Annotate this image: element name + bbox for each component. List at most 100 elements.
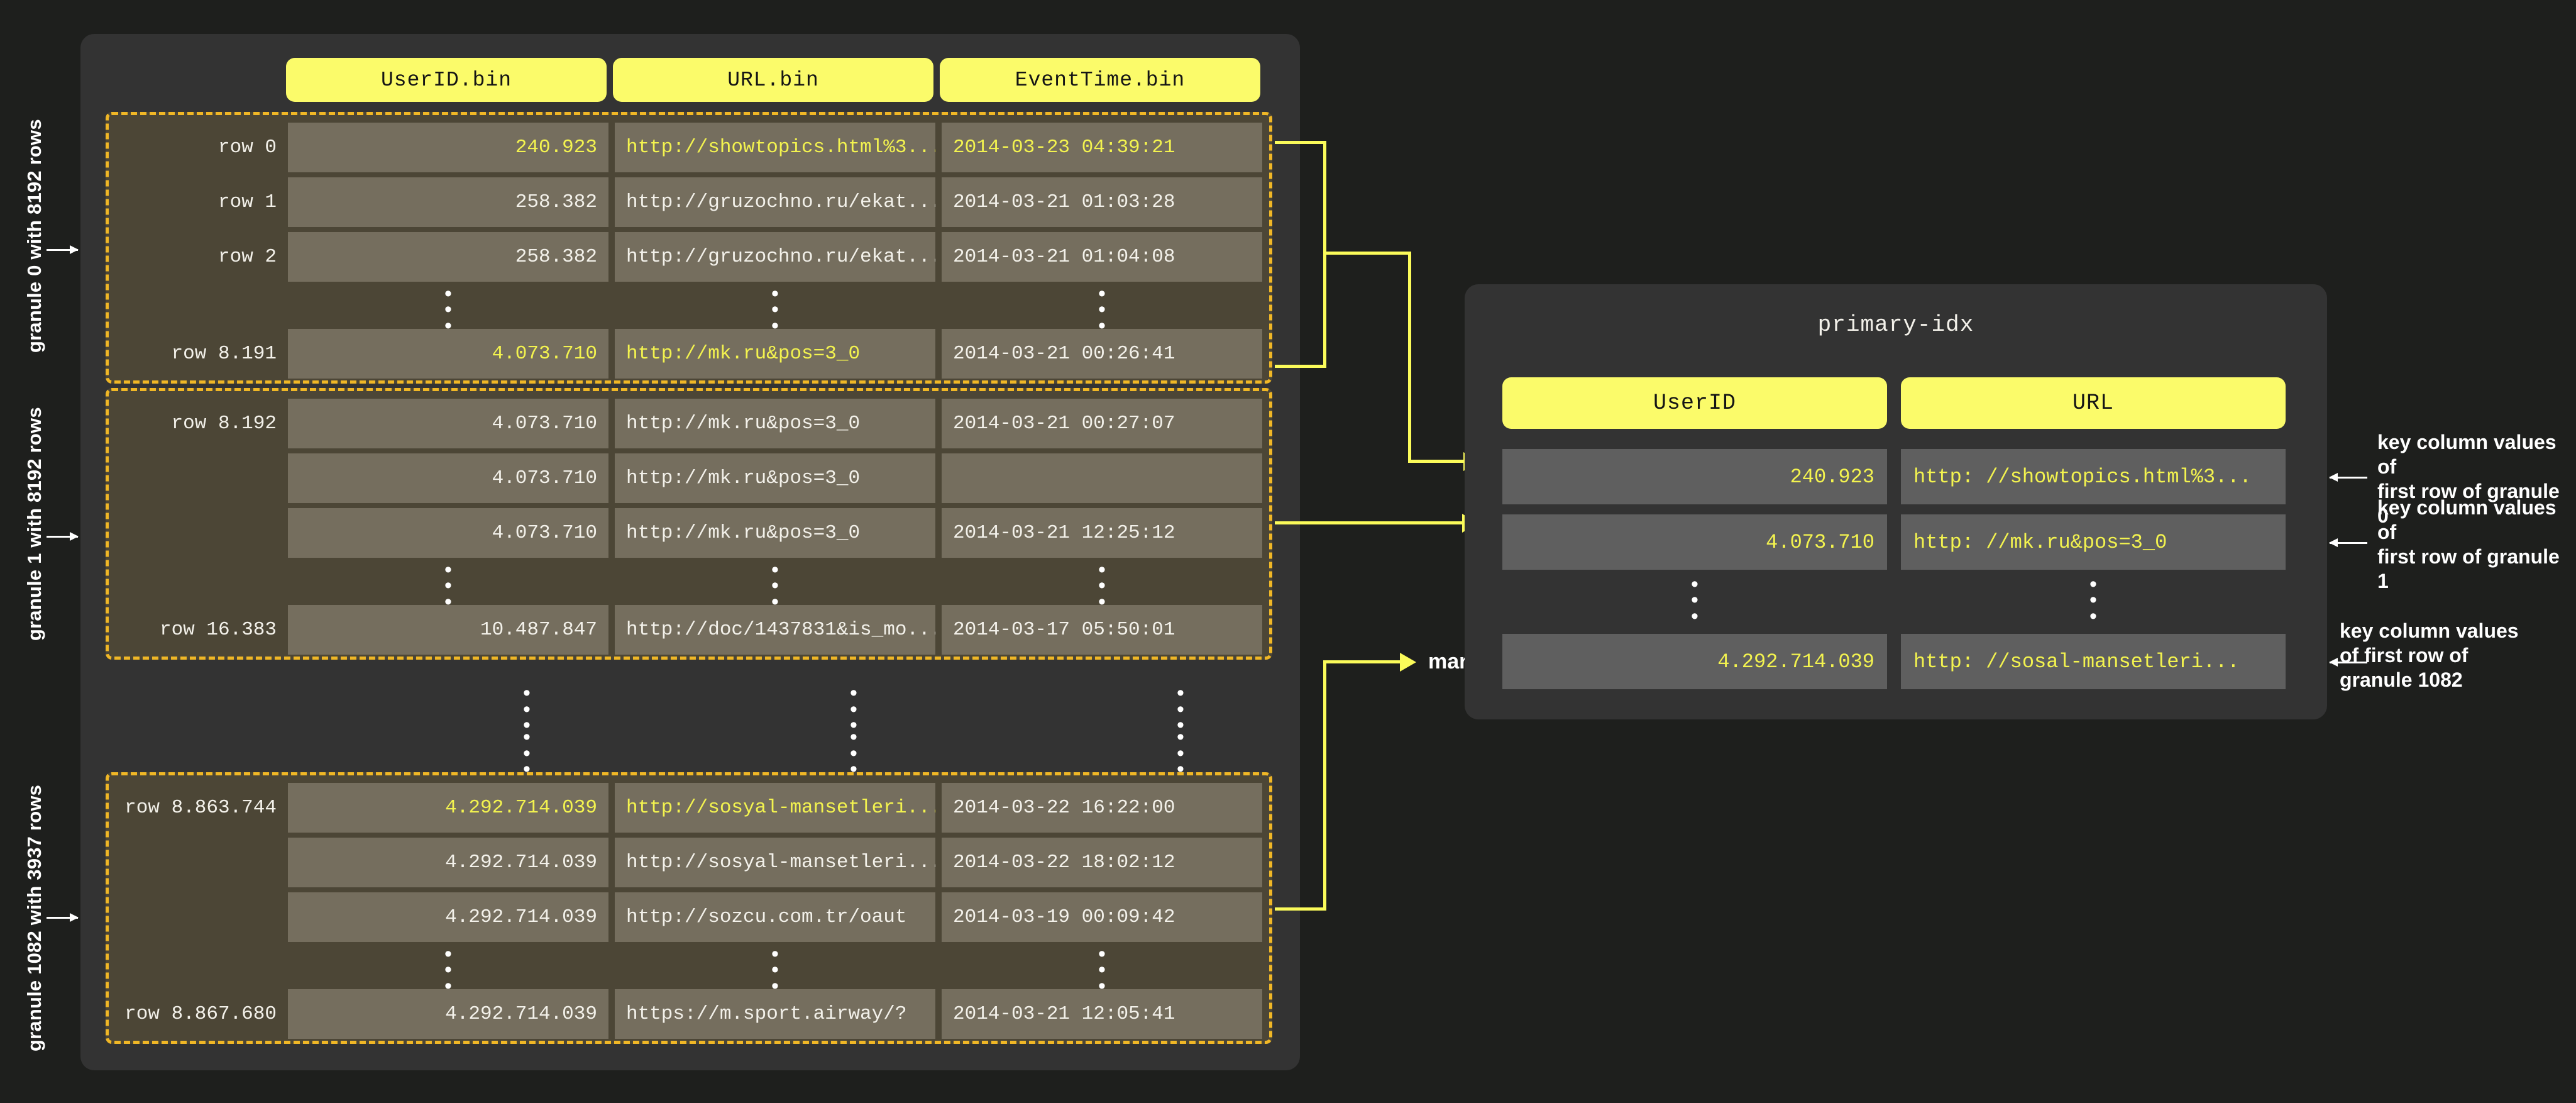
column-header-row: UserID.bin URL.bin EventTime.bin (286, 58, 1260, 102)
connector-mark0-vertical (1408, 252, 1411, 463)
note-leader-granule-1082 (2329, 658, 2367, 667)
cell-userid: 4.292.714.039 (288, 838, 608, 887)
row-ellipsis: ••• ••• ••• (288, 557, 1269, 614)
cell-eventtime: 2014-03-22 16:22:00 (942, 783, 1262, 833)
ellipsis-userid: ••• (523, 725, 531, 781)
cell-url: http://doc/1437831&is_mo... (615, 605, 935, 655)
cell-userid: 4.292.714.039 (288, 989, 608, 1039)
cell-userid: 4.073.710 (288, 329, 608, 379)
granule-1-leader-line (47, 532, 79, 541)
connector-granule0-mid (1323, 252, 1411, 255)
cell-eventtime: 2014-03-17 05:50:01 (942, 605, 1262, 655)
note-granule-1082: key column values of first row of granul… (2340, 619, 2519, 692)
primary-index-title: primary-idx (1817, 312, 1974, 338)
row-label: row 2 (217, 246, 277, 268)
connector-mark1-horizontal (1275, 521, 1463, 524)
idx-cell-url: http: //showtopics.html%3... (1901, 449, 2286, 504)
cell-userid: 4.292.714.039 (288, 783, 608, 833)
ellipsis-url: ••• (2089, 572, 2097, 628)
ellipsis-eventtime: ••• (1098, 281, 1106, 338)
arrowhead-mark-1082 (1400, 653, 1416, 672)
ellipsis-userid: ••• (523, 681, 531, 737)
column-header-userid-bin: UserID.bin (286, 58, 607, 102)
connector-granule0-top (1275, 141, 1326, 144)
granule-0-leader-line (47, 245, 79, 254)
granule-1-box: row 8.192 4.073.710 http://mk.ru&pos=3_0… (106, 388, 1272, 660)
idx-row-granule-1: 4.073.710 http: //mk.ru&pos=3_0 (1502, 514, 2286, 570)
granule-1082-leader-line (47, 913, 79, 922)
granule-0-box: row 0 240.923 http://showtopics.html%3..… (106, 112, 1272, 384)
cell-eventtime: 2014-03-21 01:04:08 (942, 232, 1262, 282)
note-leader-granule-1 (2329, 538, 2367, 547)
cell-url: http://mk.ru&pos=3_0 (615, 329, 935, 379)
granule-1082-box: row 8.863.744 4.292.714.039 http://sosya… (106, 772, 1272, 1044)
note-granule-1: key column values of first row of granul… (2377, 496, 2560, 593)
table-row: 4.073.710 http://mk.ru&pos=3_0 2014-03-2… (109, 508, 1269, 558)
column-header-eventtime-bin: EventTime.bin (940, 58, 1260, 102)
connector-granule0-bottom (1275, 365, 1326, 368)
idx-column-header-userid: UserID (1502, 377, 1887, 429)
cell-userid: 258.382 (288, 232, 608, 282)
ellipsis-url: ••• (850, 681, 857, 737)
granule-1-vertical-label: granule 1 with 8192 rows (23, 407, 45, 641)
table-row: row 1 258.382 http://gruzochno.ru/ekat..… (109, 177, 1269, 227)
table-row: 4.073.710 http://mk.ru&pos=3_0 (109, 453, 1269, 503)
connector-granule1082-horizontal (1275, 907, 1326, 911)
row-label: row 1 (217, 191, 277, 213)
granule-0-vertical-label: granule 0 with 8192 rows (23, 119, 45, 353)
cell-userid: 4.073.710 (288, 453, 608, 503)
cell-url: http://mk.ru&pos=3_0 (615, 399, 935, 448)
cell-url: http://mk.ru&pos=3_0 (615, 508, 935, 558)
cell-eventtime: 2014-03-21 12:05:41 (942, 989, 1262, 1039)
note-granule-0: key column values of first row of granul… (2377, 431, 2560, 528)
cell-eventtime: 2014-03-21 00:27:07 (942, 399, 1262, 448)
row-label: row 16.383 (159, 619, 277, 641)
row-label: row 8.867.680 (124, 1003, 277, 1025)
idx-row-granule-0: 240.923 http: //showtopics.html%3... (1502, 449, 2286, 504)
ellipsis-url: ••• (771, 281, 779, 338)
table-row: row 8.191 4.073.710 http://mk.ru&pos=3_0… (109, 329, 1269, 379)
row-ellipsis: ••• ••• ••• (288, 941, 1269, 998)
cell-eventtime: 2014-03-21 12:25:12 (942, 508, 1262, 558)
table-row: row 8.192 4.073.710 http://mk.ru&pos=3_0… (109, 399, 1269, 448)
table-row: row 16.383 10.487.847 http://doc/1437831… (109, 605, 1269, 655)
gap-ellipsis-row-2: ••• ••• ••• (366, 725, 1347, 781)
cell-url: http://mk.ru&pos=3_0 (615, 453, 935, 503)
cell-eventtime (942, 453, 1262, 503)
ellipsis-userid: ••• (444, 941, 452, 998)
table-row: 4.292.714.039 http://sozcu.com.tr/oaut 2… (109, 892, 1269, 942)
ellipsis-eventtime: ••• (1098, 941, 1106, 998)
cell-userid: 258.382 (288, 177, 608, 227)
primary-index-header-row: UserID URL (1502, 377, 2286, 429)
cell-userid: 10.487.847 (288, 605, 608, 655)
table-row: row 2 258.382 http://gruzochno.ru/ekat..… (109, 232, 1269, 282)
idx-cell-userid: 4.073.710 (1502, 514, 1887, 570)
cell-eventtime: 2014-03-21 00:26:41 (942, 329, 1262, 379)
ellipsis-userid: ••• (1691, 572, 1698, 628)
cell-url: http://showtopics.html%3... (615, 123, 935, 172)
ellipsis-eventtime: ••• (1177, 681, 1184, 737)
granule-label-column: granule 0 with 8192 rows granule 1 with … (0, 0, 79, 1103)
connector-mark1082-horizontal (1323, 660, 1401, 663)
cell-userid: 240.923 (288, 123, 608, 172)
primary-index-panel: primary-idx UserID URL 240.923 http: //s… (1465, 284, 2327, 719)
cell-eventtime: 2014-03-19 00:09:42 (942, 892, 1262, 942)
idx-cell-url: http: //sosal-mansetleri... (1901, 634, 2286, 689)
table-row: row 8.867.680 4.292.714.039 https://m.sp… (109, 989, 1269, 1039)
row-ellipsis: ••• ••• ••• (288, 281, 1269, 338)
cell-eventtime: 2014-03-23 04:39:21 (942, 123, 1262, 172)
gap-ellipsis-row-1: ••• ••• ••• (366, 681, 1347, 737)
row-label: row 8.192 (171, 413, 277, 435)
ellipsis-userid: ••• (444, 281, 452, 338)
ellipsis-userid: ••• (444, 557, 452, 614)
ellipsis-url: ••• (850, 725, 857, 781)
idx-column-header-url: URL (1901, 377, 2286, 429)
row-label: row 8.191 (171, 343, 277, 365)
cell-url: https://m.sport.airway/? (615, 989, 935, 1039)
table-row: 4.292.714.039 http://sosyal-mansetleri..… (109, 838, 1269, 887)
connector-mark0-horizontal (1408, 460, 1465, 463)
ellipsis-eventtime: ••• (1098, 557, 1106, 614)
cell-url: http://sosyal-mansetleri... (615, 838, 935, 887)
cell-eventtime: 2014-03-22 18:02:12 (942, 838, 1262, 887)
cell-url: http://sozcu.com.tr/oaut (615, 892, 935, 942)
